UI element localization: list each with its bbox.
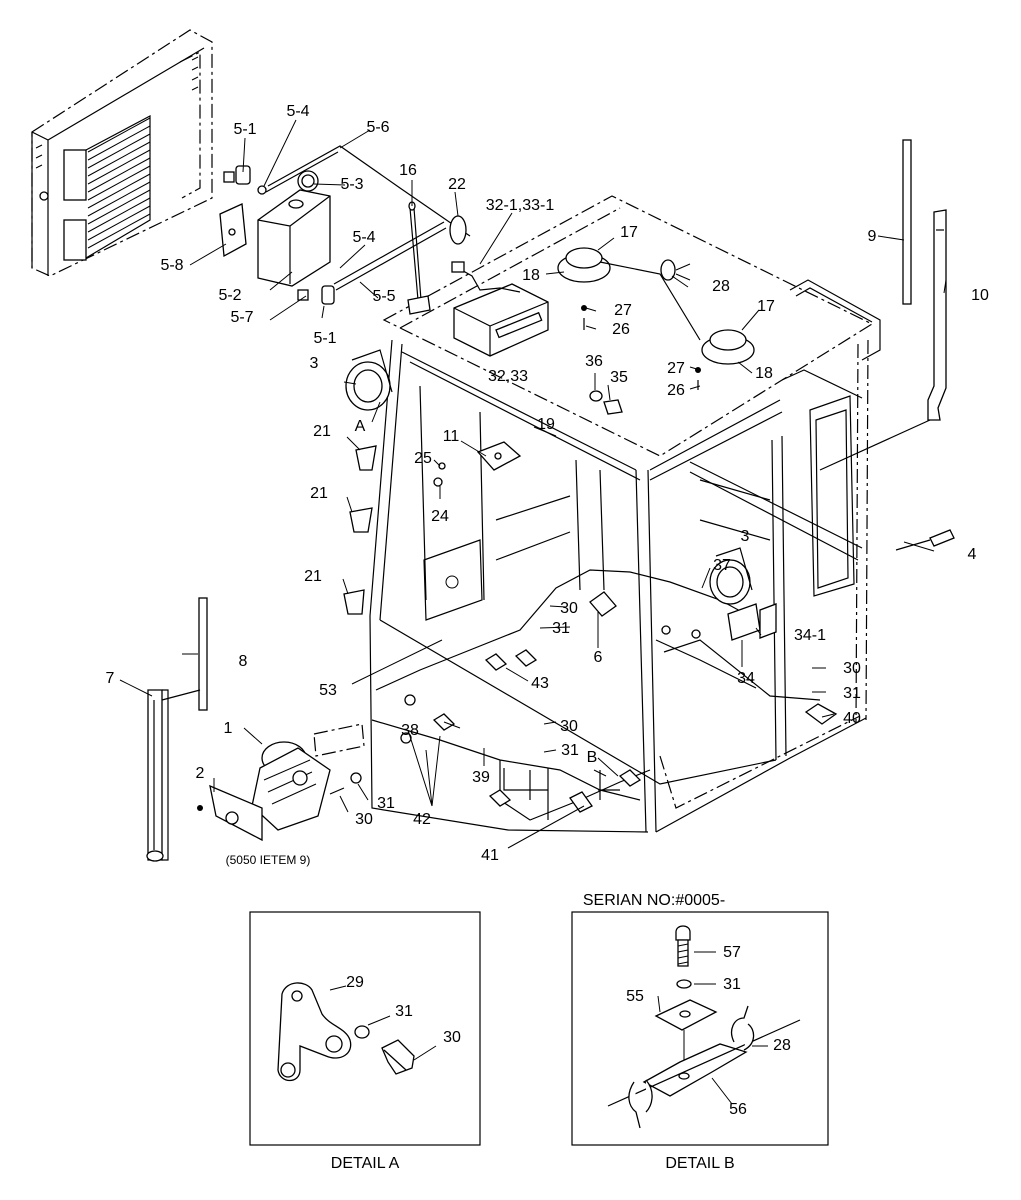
label-5-6: 5-6 [366,119,389,136]
label-30d: 30 [355,811,373,828]
label-31a: 31 [552,620,570,637]
detail-a-label-31: 31 [395,1003,413,1020]
label-5-8: 5-8 [160,257,183,274]
label-5-2: 5-2 [218,287,241,304]
label-19: 19 [537,416,555,433]
leader-lines [119,119,947,849]
label-31c: 31 [561,742,579,759]
label-2: 2 [196,765,205,782]
label-17b: 17 [757,298,775,315]
label-34-1: 34-1 [794,627,826,644]
label-18a: 18 [522,267,540,284]
label-35: 35 [610,369,628,386]
washer-tank-assembly [219,145,471,305]
wiper-note: (5050 IETEM 9) [226,853,311,867]
label-18b: 18 [755,365,773,382]
detail-b-label-28: 28 [773,1037,791,1054]
label-32-33: 32,33 [488,368,528,385]
label-3a: 3 [310,355,319,372]
wiper-motor-assembly [197,723,365,842]
cab-frame [369,195,881,833]
air-conditioner-unit [31,29,213,277]
label-26b: 26 [667,382,685,399]
label-34: 34 [737,670,755,687]
detail-a-label-29: 29 [346,974,364,991]
label-26a: 26 [612,321,630,338]
label-5-7: 5-7 [230,309,253,326]
detail-b-serial-header: SERIAN NO:#0005- [583,892,725,909]
label-B: B [587,749,598,766]
label-3b: 3 [741,528,750,545]
detail-b-caption: DETAIL B [665,1155,734,1172]
label-21c: 21 [304,568,322,585]
detail-a-caption: DETAIL A [331,1155,400,1172]
label-10: 10 [971,287,989,304]
label-42: 42 [413,811,431,828]
label-1: 1 [224,720,233,737]
label-27a: 27 [614,302,632,319]
label-38: 38 [401,722,419,739]
label-4: 4 [968,546,977,563]
label-40: 40 [843,710,861,727]
label-7: 7 [106,670,115,687]
detail-b-label-57: 57 [723,944,741,961]
label-5-1a: 5-1 [233,121,256,138]
label-25: 25 [414,450,432,467]
label-5-4b: 5-4 [352,229,375,246]
label-5-5: 5-5 [372,288,395,305]
label-5-1b: 5-1 [313,330,336,347]
label-43: 43 [531,675,549,692]
label-30c: 30 [560,718,578,735]
label-8: 8 [239,653,248,670]
label-27b: 27 [667,360,685,377]
detail-b-label-56: 56 [729,1101,747,1118]
label-6: 6 [594,649,603,666]
label-22: 22 [448,176,466,193]
wipers [146,139,947,862]
detail-a: 29 31 30 DETAIL A [249,911,481,1172]
detail-b-label-31: 31 [723,976,741,993]
detail-b-label-55: 55 [626,988,644,1005]
roof-components [343,201,955,641]
label-39: 39 [472,769,490,786]
label-A: A [355,418,366,435]
label-31b: 31 [843,685,861,702]
label-30a: 30 [560,600,578,617]
label-11: 11 [443,428,460,445]
label-5-3: 5-3 [340,176,363,193]
label-30b: 30 [843,660,861,677]
label-36: 36 [585,353,603,370]
label-31d: 31 [377,795,395,812]
label-53: 53 [319,682,337,699]
detail-b: SERIAN NO:#0005- 57 31 55 28 56 DETAIL B [571,892,829,1172]
label-5-4a: 5-4 [286,103,309,120]
label-21a: 21 [313,423,331,440]
label-9: 9 [868,228,877,245]
label-37: 37 [713,557,731,574]
label-17a: 17 [620,224,638,241]
label-21b: 21 [310,485,328,502]
label-24: 24 [431,508,449,525]
callouts: 1 2 3 3 4 5-1 5-1 5-2 5-3 5-4 5-4 5-5 5-… [106,103,989,867]
label-16: 16 [399,162,417,179]
label-41: 41 [481,847,499,864]
label-28: 28 [712,278,730,295]
label-32-1-33-1: 32-1,33-1 [486,197,555,214]
detail-a-label-30: 30 [443,1029,461,1046]
